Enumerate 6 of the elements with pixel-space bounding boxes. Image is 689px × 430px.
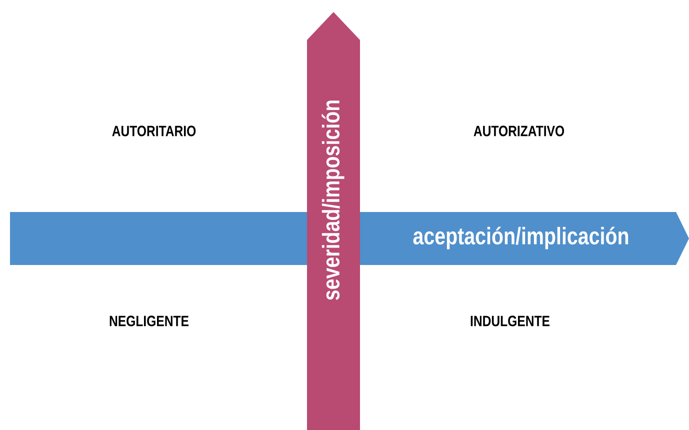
quadrant-label: INDULGENTE bbox=[470, 316, 550, 326]
quadrant-label: AUTORITARIO bbox=[112, 126, 196, 136]
quadrant-label: AUTORIZATIVO bbox=[474, 126, 564, 136]
axis-label: aceptación/implicación bbox=[413, 226, 628, 250]
quadrant-label: NEGLIGENTE bbox=[110, 316, 188, 326]
axis-label: severidad/imposición bbox=[322, 100, 344, 300]
